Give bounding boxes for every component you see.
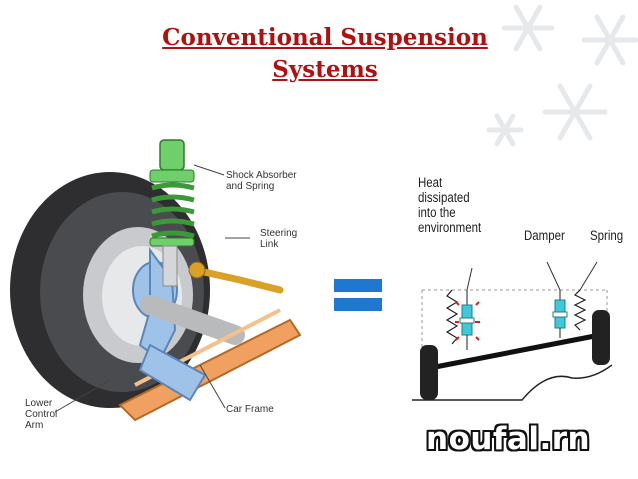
right-spring [573, 289, 587, 331]
left-spring [445, 289, 459, 345]
suspension-illustration [10, 139, 302, 422]
shock-absorber-spring [149, 139, 195, 287]
title-line-2: Systems [272, 56, 378, 83]
left-damper [459, 290, 475, 350]
label-shock-absorber: Shock Absorber and Spring [226, 170, 297, 192]
snowflake-icon [581, 14, 638, 66]
label-steering-link: Steering Link [260, 228, 298, 250]
title-line-1: Conventional Suspension [162, 24, 488, 51]
snowflake-icon [486, 113, 524, 147]
label-lower-control-arm: Lower Control Arm [25, 398, 58, 431]
right-damper [552, 290, 568, 338]
axle-beam [429, 332, 601, 371]
watermark: noufal.rn [426, 421, 591, 457]
heat-marks [455, 301, 480, 341]
label-damper: Damper [524, 228, 565, 243]
left-wheel [420, 345, 438, 400]
steering-link [188, 261, 284, 294]
label-heat-dissipated: Heat dissipated into the environment [418, 175, 482, 235]
snowflake-icon [542, 83, 608, 141]
equals-sign-bottom [334, 298, 382, 311]
label-spring: Spring [590, 228, 624, 243]
slide-title: Conventional Suspension Systems [130, 22, 520, 86]
snowflake-icon [501, 4, 555, 52]
road-surface [412, 364, 612, 401]
right-wheel [592, 310, 610, 365]
car-frame [118, 318, 302, 422]
suspension-schematic [412, 261, 612, 401]
equals-sign-top [334, 279, 382, 292]
lower-control-arm [138, 343, 207, 402]
label-car-frame: Car Frame [226, 404, 274, 415]
